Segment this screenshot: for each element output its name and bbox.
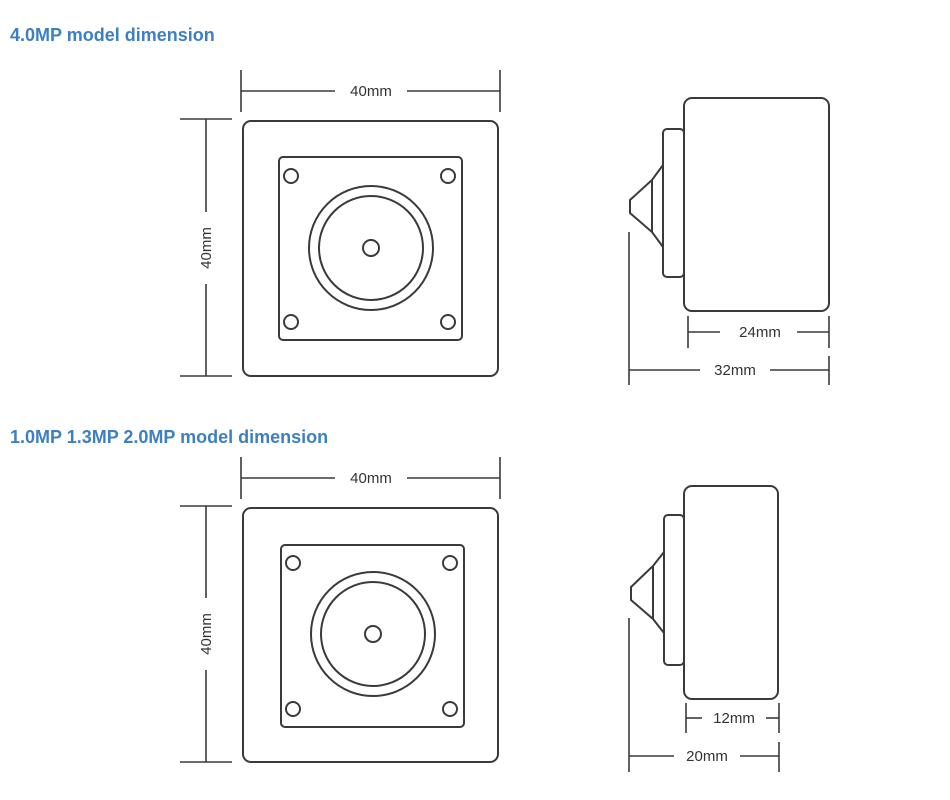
width-label: 40mm — [350, 470, 392, 487]
body-depth-dimension-1-2mp: 12mm — [685, 703, 780, 733]
width-label: 40mm — [350, 83, 392, 100]
total-depth-dimension-1-2mp: 20mm — [628, 618, 780, 772]
height-label: 40mm — [198, 227, 215, 269]
body-depth-label: 12mm — [713, 710, 755, 727]
total-depth-label: 20mm — [686, 748, 728, 765]
front-view-4mp — [242, 120, 499, 377]
height-label: 40mm — [198, 613, 215, 655]
body-depth-dimension-4mp: 24mm — [687, 316, 830, 348]
body-depth-label: 24mm — [739, 324, 781, 341]
section-title-4mp: 4.0MP model dimension — [10, 25, 215, 45]
front-view-1-2mp — [242, 507, 499, 763]
height-dimension-1-2mp: 40mm — [180, 505, 232, 763]
side-view-1-2mp — [630, 485, 779, 700]
width-dimension-1-2mp: 40mm — [240, 457, 501, 499]
side-view-4mp — [629, 97, 830, 312]
total-depth-label: 32mm — [714, 362, 756, 379]
height-dimension-4mp: 40mm — [180, 118, 232, 377]
width-dimension-4mp: 40mm — [240, 70, 501, 112]
total-depth-dimension-4mp: 32mm — [628, 232, 830, 385]
section-title-1-2mp: 1.0MP 1.3MP 2.0MP model dimension — [10, 427, 329, 447]
